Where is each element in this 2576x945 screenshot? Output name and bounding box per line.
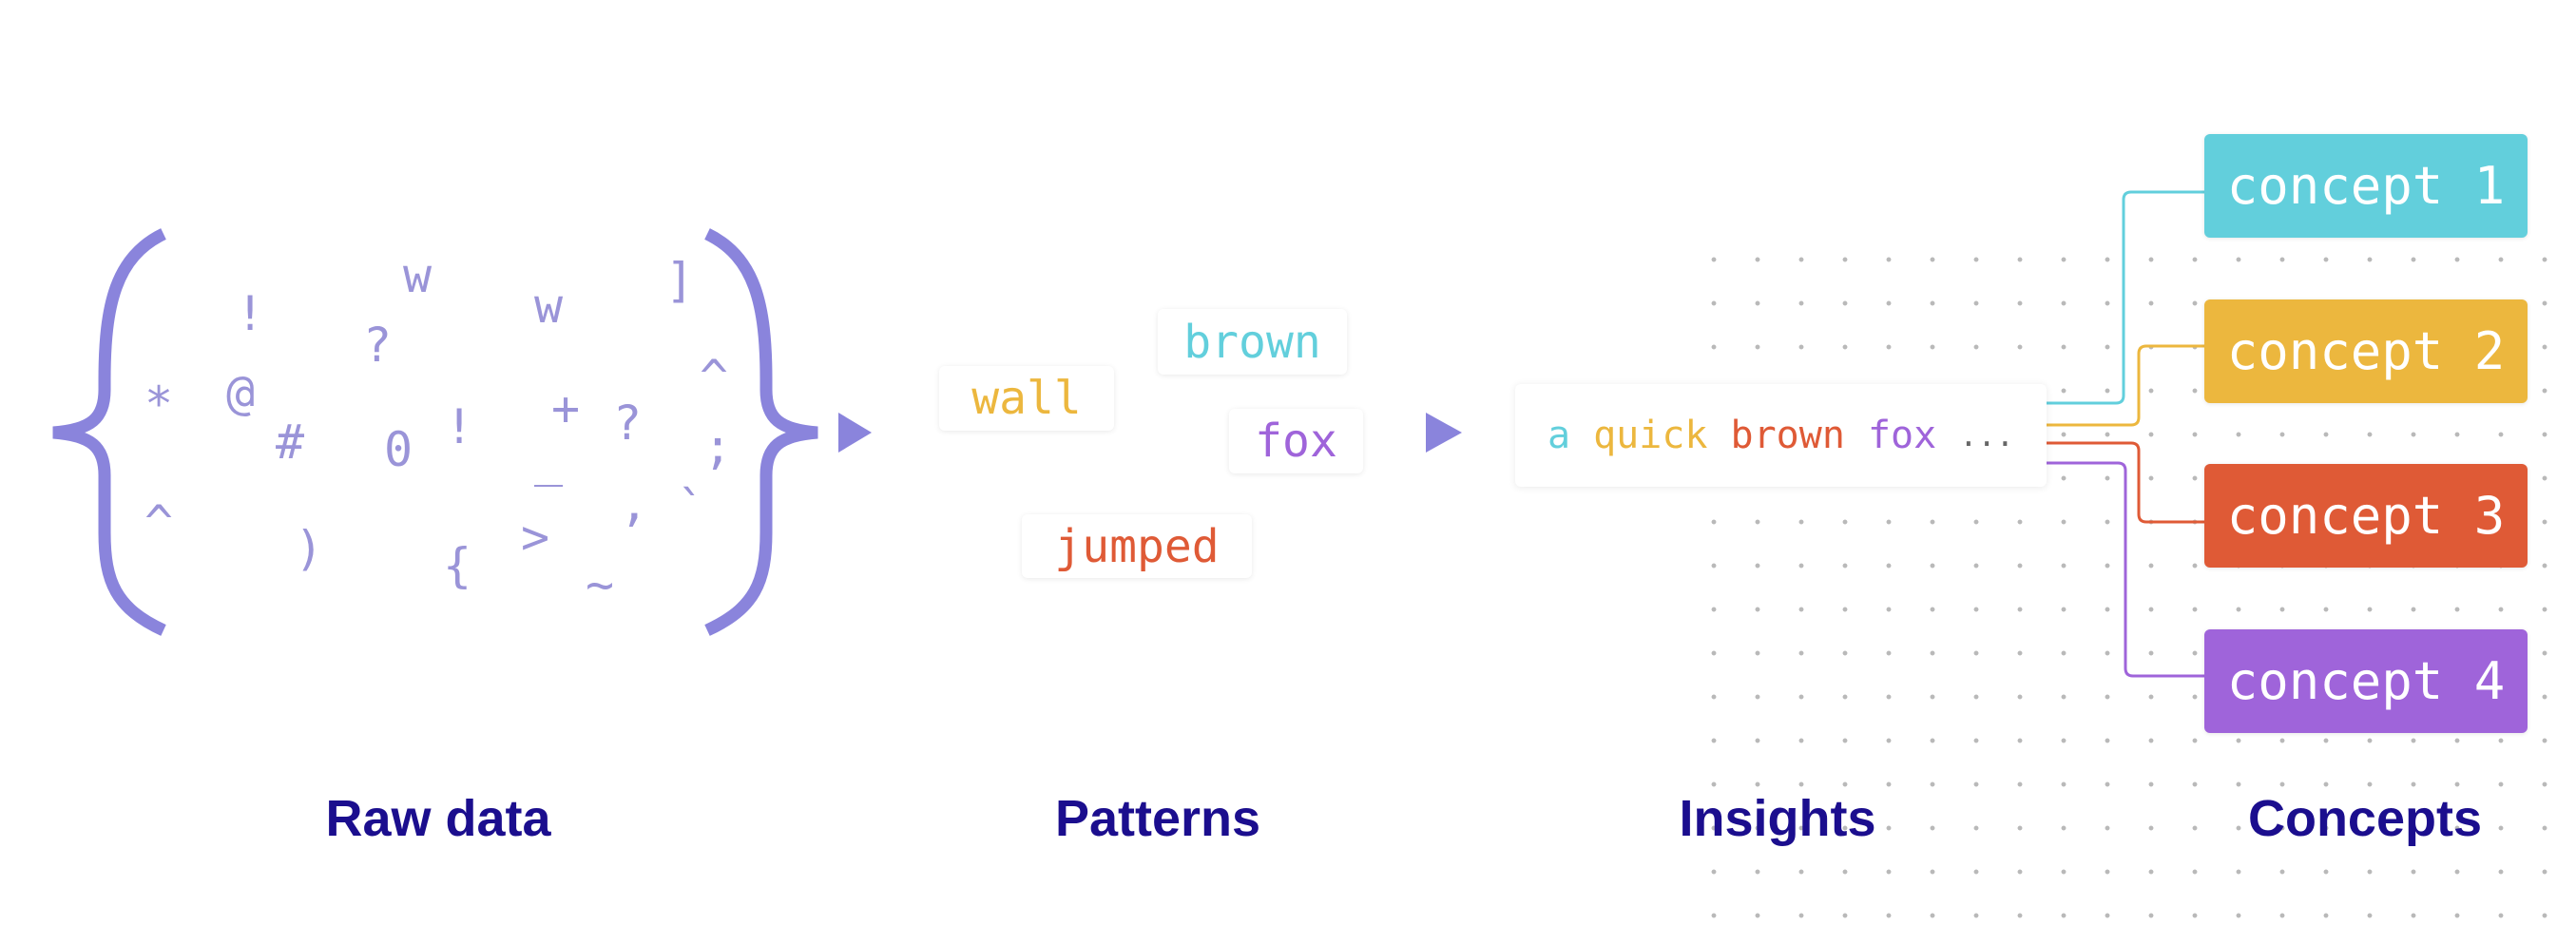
stage-label-raw-data: Raw data	[325, 790, 551, 847]
raw-character: #	[276, 415, 305, 470]
connector-concept-1	[2047, 190, 2204, 405]
stage-label-insights: Insights	[1679, 790, 1876, 847]
right-brace	[704, 228, 818, 636]
ellipsis: ...	[1959, 417, 2014, 453]
raw-character: >	[521, 510, 550, 565]
raw-character: !	[445, 399, 474, 454]
raw-character: )	[295, 521, 324, 576]
raw-character: ;	[703, 419, 733, 474]
raw-character: `	[677, 481, 706, 536]
insight-sentence-box: a quick brown fox ...	[1515, 384, 2047, 487]
concept-box-1: concept 1	[2204, 134, 2528, 238]
raw-character: _	[534, 432, 564, 487]
raw-character: {	[443, 538, 472, 593]
raw-character: ?	[363, 318, 393, 373]
concept-box-4: concept 4	[2204, 629, 2528, 733]
pattern-tag-wall: wall	[939, 366, 1114, 431]
insight-word: fox	[1867, 414, 1937, 457]
concept-box-3: concept 3	[2204, 464, 2528, 568]
insight-word: quick	[1593, 414, 1708, 457]
raw-character: 0	[384, 422, 413, 477]
stage-label-concepts: Concepts	[2247, 790, 2483, 847]
pattern-tag-jumped: jumped	[1022, 514, 1252, 578]
pattern-tag-brown: brown	[1158, 309, 1347, 375]
raw-character: +	[551, 381, 581, 436]
raw-character: ?	[613, 395, 643, 451]
raw-character: !	[236, 286, 265, 341]
connector-concept-4	[2047, 461, 2204, 678]
raw-character: w	[403, 248, 433, 303]
pattern-tag-fox: fox	[1229, 409, 1363, 473]
connector-concept-2	[2047, 344, 2204, 427]
raw-character: w	[534, 279, 564, 334]
raw-character: ~	[586, 557, 615, 612]
connector-concept-3	[2047, 441, 2204, 524]
stage-label-patterns: Patterns	[1054, 790, 1261, 847]
raw-character: ]	[665, 253, 695, 308]
arrow-icon	[1426, 413, 1462, 453]
raw-character: ^	[700, 350, 729, 405]
left-brace	[52, 228, 166, 636]
raw-character: *	[144, 376, 174, 432]
arrow-icon	[838, 413, 872, 453]
raw-character: ,	[620, 476, 649, 531]
concept-box-2: concept 2	[2204, 299, 2528, 403]
insight-word: a	[1548, 414, 1571, 457]
raw-character: @	[226, 365, 256, 420]
insight-word: brown	[1730, 414, 1845, 457]
raw-character: ^	[144, 495, 174, 550]
